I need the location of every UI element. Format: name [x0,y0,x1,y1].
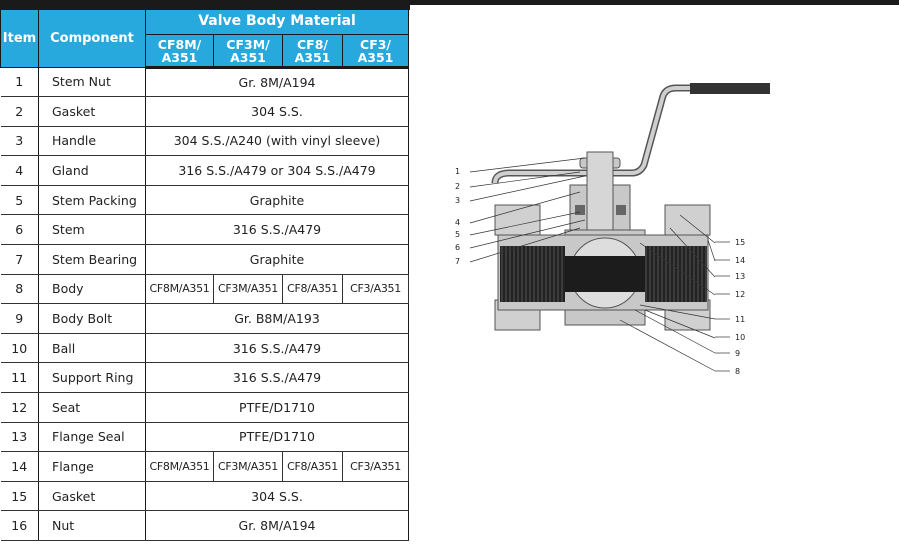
material-cell: Gr. 8M/A194 [145,67,410,98]
material-cell: PTFE/D1710 [145,392,410,423]
stem [586,151,614,243]
callout-label: 1 [455,167,460,176]
header-material-cf3: CF3/ A351 [341,34,410,69]
component-name: Flange Seal [38,422,146,453]
material-cell: CF8/A351 [282,451,343,482]
component-name: Gland [38,155,146,186]
item-number: 5 [0,185,39,216]
callout-label: 5 [455,230,460,239]
materials-table: Item Component Valve Body Material CF8M/… [0,10,410,541]
item-number: 15 [0,481,39,512]
component-name: Handle [38,126,146,157]
component-name: Body Bolt [38,303,146,334]
item-number: 2 [0,96,39,127]
material-cell: CF8/A351 [282,274,343,305]
handle [491,83,770,184]
material-cell: PTFE/D1710 [145,422,410,453]
component-name: Stem [38,214,146,246]
header-material-cf8m: CF8M/ A351 [145,34,214,69]
component-name: Body [38,274,146,305]
callout-label: 12 [735,290,745,299]
callout-label: 3 [455,196,460,205]
material-cell: 304 S.S. [145,481,410,512]
callout-label: 13 [735,272,745,281]
table-top-bar [0,5,410,10]
material-cell: Gr. 8M/A194 [145,510,410,541]
callout-label: 7 [455,257,460,266]
header-material-cf8: CF8/ A351 [282,34,343,69]
component-name: Nut [38,510,146,541]
callout-label: 10 [735,333,745,342]
component-name: Stem Nut [38,67,146,98]
material-cell: Gr. B8M/A193 [145,303,410,334]
material-cell: 304 S.S./A240 (with vinyl sleeve) [145,126,410,157]
item-number: 12 [0,392,39,423]
item-number: 11 [0,362,39,394]
header-component: Component [38,10,146,68]
material-cell: 316 S.S./A479 [145,333,410,364]
callout-label: 9 [735,349,740,358]
component-name: Ball [38,333,146,364]
callout-label: 2 [455,182,460,191]
material-cell: CF3/A351 [342,451,410,482]
material-cell: Graphite [145,244,410,275]
header-material-cf3m: CF3M/ A351 [213,34,283,69]
material-cell: 316 S.S./A479 [145,362,410,394]
component-name: Stem Bearing [38,244,146,275]
material-cell: CF8M/A351 [145,274,214,305]
material-cell: CF8M/A351 [145,451,214,482]
item-number: 7 [0,244,39,275]
item-number: 3 [0,126,39,157]
top-bar [0,0,899,5]
header-item: Item [0,10,39,68]
item-number: 13 [0,422,39,453]
material-cell: 304 S.S. [145,96,410,127]
item-number: 1 [0,67,39,98]
item-number: 4 [0,155,39,186]
callout-label: 4 [455,218,460,227]
material-cell: CF3M/A351 [213,451,283,482]
material-cell: 316 S.S./A479 [145,214,410,246]
component-name: Stem Packing [38,185,146,216]
callout-label: 11 [735,315,745,324]
material-cell: CF3M/A351 [213,274,283,305]
callout-label: 15 [735,238,745,247]
item-number: 10 [0,333,39,364]
item-number: 14 [0,451,39,482]
callout-label: 6 [455,243,460,252]
component-name: Flange [38,451,146,482]
component-name: Support Ring [38,362,146,394]
component-name: Gasket [38,481,146,512]
material-cell: CF3/A351 [342,274,410,305]
material-cell: 316 S.S./A479 or 304 S.S./A479 [145,155,410,186]
callout-label: 14 [735,256,745,265]
material-cell: Graphite [145,185,410,216]
item-number: 6 [0,214,39,246]
header-valve-body-material: Valve Body Material [144,10,410,35]
component-name: Gasket [38,96,146,127]
item-number: 16 [0,510,39,541]
component-name: Seat [38,392,146,423]
item-number: 8 [0,274,39,305]
callout-label: 8 [735,367,740,376]
item-number: 9 [0,303,39,334]
